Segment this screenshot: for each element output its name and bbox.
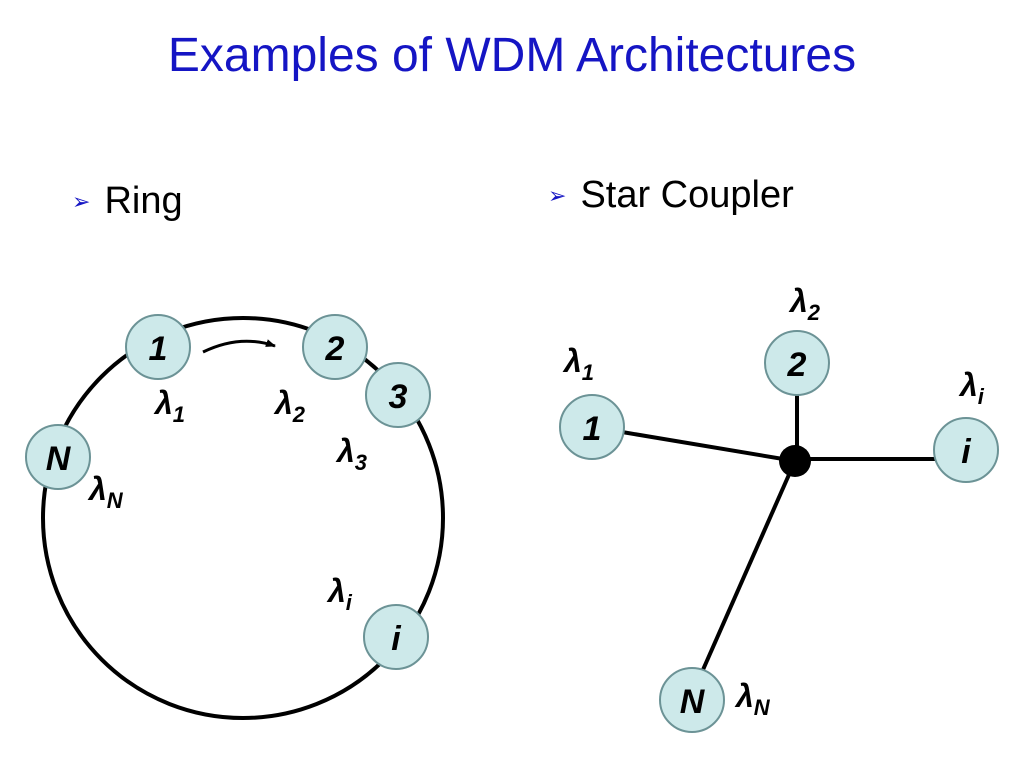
bullet-arrow-icon: ➢ — [72, 188, 91, 214]
ring-lambda-3: λ3 — [335, 433, 367, 475]
ring-node-2-label: 2 — [325, 330, 345, 368]
ring-fiber — [41, 316, 445, 720]
ring-lambda-N: λN — [87, 471, 124, 513]
ring-node-3: 3 — [365, 362, 431, 428]
star-coupler-hub — [779, 445, 811, 477]
star-diagram: 1 2 i N λ1 λ2 λi λN — [559, 283, 999, 733]
ring-node-1-label: 1 — [149, 330, 168, 368]
bullet-ring-label: Ring — [104, 180, 183, 222]
star-node-1-label: 1 — [583, 410, 602, 448]
star-lambda-1: λ1 — [562, 343, 594, 385]
ring-node-i-label: i — [391, 620, 402, 658]
star-link-1 — [621, 430, 796, 463]
bullet-star: ➢ Star Coupler — [548, 174, 794, 217]
star-lambda-i: λi — [958, 367, 985, 409]
ring-lambda-1: λ1 — [153, 385, 185, 427]
ring-lambda-2: λ2 — [273, 385, 306, 427]
star-link-N — [700, 460, 797, 673]
star-node-i-label: i — [961, 433, 972, 471]
star-lambda-N: λN — [734, 678, 771, 720]
ring-diagram: 1 2 3 N i λ1 λ2 λ3 λN λi — [25, 314, 445, 720]
ring-node-N-label: N — [46, 440, 72, 478]
ring-lambda-i: λi — [326, 573, 353, 615]
bullet-arrow-icon: ➢ — [548, 182, 567, 208]
star-node-i: i — [933, 417, 999, 483]
ring-node-N: N — [25, 424, 91, 490]
star-node-2: 2 — [764, 330, 830, 396]
star-node-N: N — [659, 667, 725, 733]
star-node-1: 1 — [559, 394, 625, 460]
ring-node-3-label: 3 — [389, 378, 408, 416]
ring-node-1: 1 — [125, 314, 191, 380]
bullet-ring: ➢ Ring — [72, 180, 183, 223]
star-node-2-label: 2 — [787, 346, 807, 384]
bullet-star-label: Star Coupler — [580, 174, 794, 216]
ring-node-2: 2 — [302, 314, 368, 380]
star-lambda-2: λ2 — [788, 283, 821, 325]
star-node-N-label: N — [680, 683, 706, 721]
ring-node-i: i — [363, 604, 429, 670]
ring-direction-arrow — [202, 339, 276, 354]
slide-title: Examples of WDM Architectures — [167, 29, 857, 82]
